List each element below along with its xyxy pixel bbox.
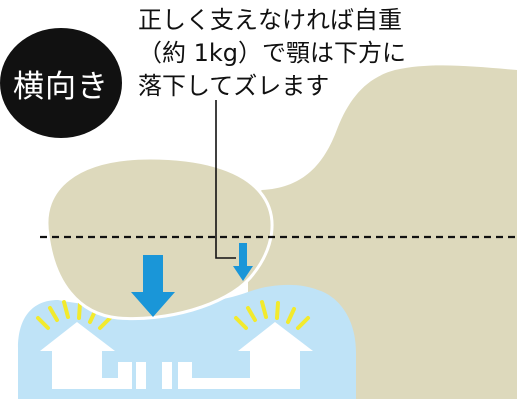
caption-line: 正しく支えなければ自重	[138, 6, 402, 34]
channel-left	[136, 362, 146, 389]
sparkle-rays-right-icon	[234, 300, 310, 330]
sparkle-rays-left-icon	[36, 300, 112, 330]
channel-right	[162, 362, 172, 389]
up-arrow-right-icon	[178, 322, 313, 389]
down-arrow-small-icon	[233, 243, 253, 281]
down-arrow-large-icon	[131, 255, 175, 317]
up-arrow-left-icon	[40, 322, 132, 389]
caption-line: 落下してズレます	[138, 72, 330, 100]
caption-text: 正しく支えなければ自重 （約 1kg）で顎は下方に 落下してズレます	[138, 4, 517, 103]
caption-line: （約 1kg）で顎は下方に	[138, 39, 407, 67]
leader-line	[215, 100, 236, 259]
orientation-badge-label: 横向き	[13, 68, 109, 105]
orientation-badge: 横向き	[0, 28, 122, 138]
